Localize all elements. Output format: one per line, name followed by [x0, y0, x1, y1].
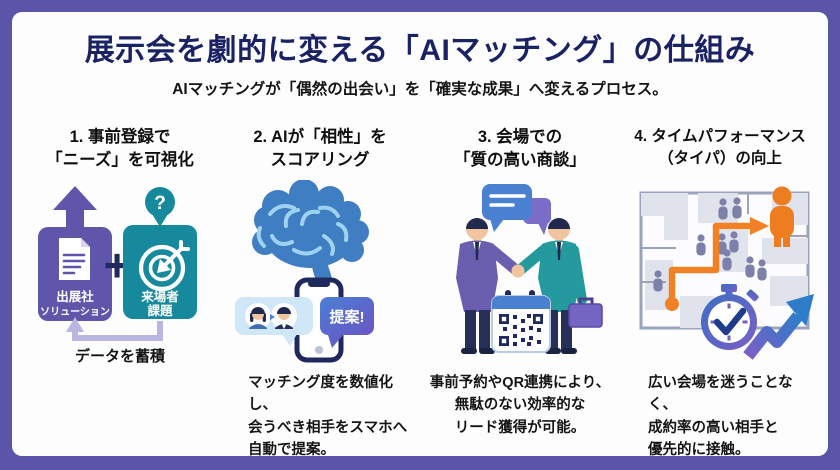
- briefcase-icon: [568, 297, 603, 328]
- caption-line: 無駄のない効率的な: [454, 397, 586, 414]
- step-1-heading-line2: 「ニーズ」を可視化: [46, 151, 194, 170]
- visitor-label-line1: 来場者: [140, 289, 179, 304]
- caption-line: 会うべき相手をスマホへ: [248, 419, 408, 436]
- growth-arrow-icon: [743, 294, 814, 360]
- ai-scoring-illustration: 提案!: [235, 180, 374, 363]
- qr-code: [499, 314, 543, 346]
- step-2-heading: 2. AIが「相性」を スコアリング: [253, 126, 386, 180]
- step-2-heading-line1: 2. AIが「相性」を: [253, 128, 387, 146]
- step-3-heading: 3. 会場での 「質の高い商談」: [454, 126, 586, 180]
- visitor-label-line2: 課題: [147, 303, 173, 318]
- target-icon: [138, 240, 190, 292]
- handshake-hands: [511, 264, 525, 278]
- brain-icon: [252, 180, 369, 286]
- step-4-heading: 4. タイムパフォーマンス （タイパ）の向上: [634, 126, 806, 180]
- registration-illustration: 出展社 ソリューション + ? 来場者 課題: [38, 186, 197, 365]
- up-arrow-icon: [53, 186, 97, 234]
- step-4-heading-line2: （タイパ）の向上: [658, 149, 782, 167]
- step-2-heading-line2: スコアリング: [270, 151, 370, 170]
- step-3-heading-line2: 「質の高い商談」: [454, 151, 586, 170]
- steps-row: 1. 事前登録で 「ニーズ」を可視化 出展社 ソリューション +: [20, 126, 820, 462]
- woman-avatar: [245, 303, 271, 329]
- caption-line: 事前予約やQR連携により、: [429, 375, 611, 391]
- businessman-left: [456, 218, 522, 354]
- step-4-heading-line1: 4. タイムパフォーマンス: [634, 128, 806, 145]
- caption-line: リード獲得が可能。: [454, 419, 586, 436]
- chat-bubbles-icon: [482, 184, 551, 235]
- step-3-heading-line1: 3. 会場での: [477, 128, 563, 146]
- document-icon: [59, 238, 90, 280]
- feedback-arrow-icon: [66, 317, 163, 341]
- stopwatch-icon: [701, 284, 759, 350]
- data-note-label: データを蓄積: [75, 347, 166, 365]
- caption-line: 成約率の高い相手と: [648, 419, 779, 436]
- page-title: 展示会を劇的に変える「AIマッチング」の仕組み: [84, 34, 756, 67]
- route-arrow: [665, 217, 769, 311]
- handshake-illustration: [456, 184, 603, 354]
- caption-line: マッチング度を数値化し、: [248, 375, 393, 414]
- proposal-badge-label: 提案!: [330, 308, 365, 326]
- caption-line: 優先的に接触。: [648, 442, 750, 459]
- target-person-icon: [770, 186, 794, 247]
- caption-line: 自動で提案。: [248, 442, 335, 459]
- exhibitor-label-line2: ソリューション: [40, 306, 110, 318]
- step-3-caption: 事前予約やQR連携により、 無駄のない効率的な リード獲得が可能。: [420, 372, 620, 439]
- step-2-column: 2. AIが「相性」を スコアリング: [220, 126, 420, 462]
- step-3-column: 3. 会場での 「質の高い商談」: [420, 126, 620, 462]
- caption-line: 広い会場を迷うことなく、: [648, 375, 793, 414]
- svg-text:?: ?: [154, 193, 166, 214]
- page-subtitle: AIマッチングが「偶然の出会い」を「確実な成果」へ変えるプロセス。: [172, 81, 668, 98]
- step-1-column: 1. 事前登録で 「ニーズ」を可視化 出展社 ソリューション +: [20, 126, 220, 462]
- match-arrow-icon: [270, 314, 275, 320]
- step-2-caption: マッチング度を数値化し、 会うべき相手をスマホへ 自動で提案。: [220, 372, 420, 462]
- question-icon: ?: [145, 187, 175, 227]
- qr-calendar-icon: [491, 290, 551, 353]
- step-1-heading: 1. 事前登録で 「ニーズ」を可視化: [46, 126, 194, 180]
- man-avatar: [271, 303, 297, 329]
- step-4-column: 4. タイムパフォーマンス （タイパ）の向上: [620, 126, 820, 462]
- exhibitor-label-line1: 出展社: [56, 289, 94, 304]
- proposal-bubble: 提案!: [320, 297, 374, 348]
- businessman-right: [514, 218, 603, 354]
- matched-people-bubble: [235, 297, 313, 346]
- floor-map-illustration: [639, 186, 814, 360]
- step-4-caption: 広い会場を迷うことなく、 成約率の高い相手と 優先的に接触。: [620, 372, 820, 462]
- step-1-heading-line1: 1. 事前登録で: [69, 128, 171, 146]
